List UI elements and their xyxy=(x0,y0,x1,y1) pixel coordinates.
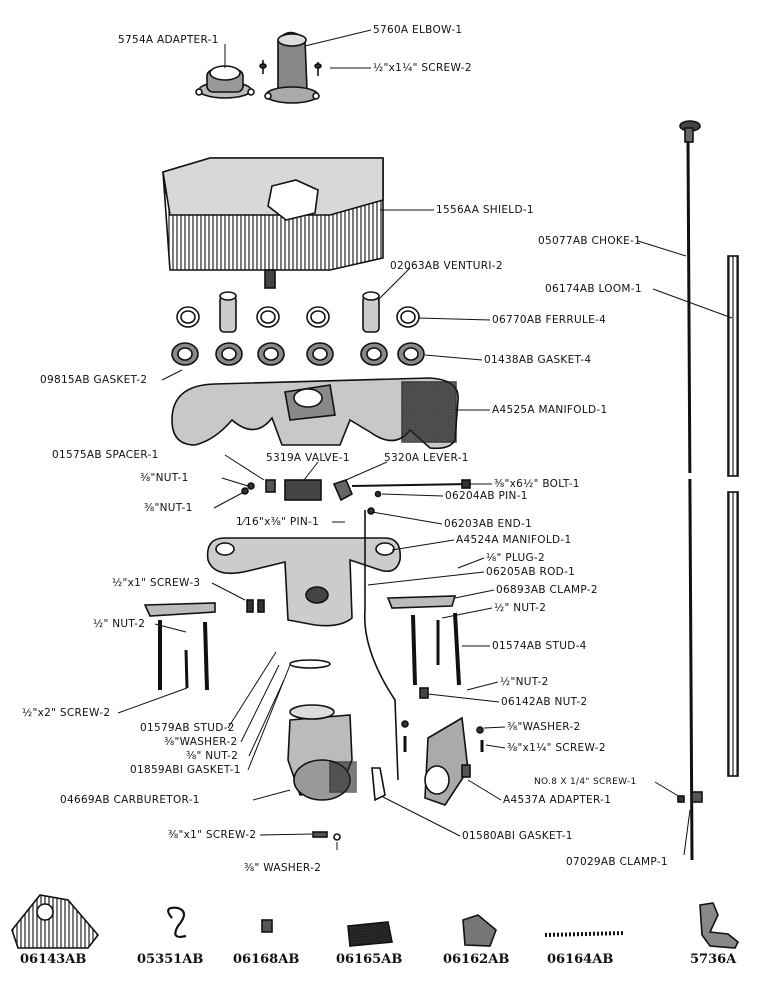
shield-part xyxy=(162,157,384,289)
part-label-06143ab: 06143AB xyxy=(20,952,87,967)
callout-pin-1-16: 1⁄16"x⅜" PIN-1 xyxy=(236,516,320,528)
callout-venturi: 02063AB VENTURI-2 xyxy=(390,260,503,272)
gasket-row xyxy=(171,342,425,366)
callout-lever: 5320A LEVER-1 xyxy=(384,452,469,464)
callout-clamp-06893: 06893AB CLAMP-2 xyxy=(496,584,598,596)
callout-shield: 1556AA SHIELD-1 xyxy=(436,204,534,216)
callout-ferrule: 06770AB FERRULE-4 xyxy=(492,314,607,326)
carburetor-part xyxy=(287,704,357,801)
callout-manifold-a4524a: A4524A MANIFOLD-1 xyxy=(456,534,572,546)
part-label-06168ab: 06168AB xyxy=(233,952,300,967)
callout-screw-3-8-1q: ⅜"x1¼" SCREW-2 xyxy=(507,742,606,754)
callout-nut-3-8-a: ⅜"NUT-1 xyxy=(140,472,189,484)
callout-gasket-01859: 01859ABI GASKET-1 xyxy=(130,764,241,776)
callout-nut-half-c: ½"NUT-2 xyxy=(500,676,549,688)
callout-nut-06142: 06142AB NUT-2 xyxy=(501,696,588,708)
callout-screw-half-2: ½"x2" SCREW-2 xyxy=(22,707,111,719)
manifold-a4524a-part xyxy=(206,537,402,627)
adapter-5754a-part xyxy=(195,65,255,99)
callout-screw-3-8-1: ⅜"x1" SCREW-2 xyxy=(168,829,257,841)
callout-pin-06204: 06204AB PIN-1 xyxy=(445,490,528,502)
callout-nut-3-8-c: ⅜" NUT-2 xyxy=(186,750,239,762)
callout-gasket-09815: 09815AB GASKET-2 xyxy=(40,374,148,386)
manifold-a4525a-part xyxy=(171,377,459,450)
loom-part xyxy=(727,255,739,777)
callout-loom: 06174AB LOOM-1 xyxy=(545,283,642,295)
callout-clamp-07029: 07029AB CLAMP-1 xyxy=(566,856,668,868)
callout-end: 06203AB END-1 xyxy=(444,518,533,530)
callout-nut-half-b: ½" NUT-2 xyxy=(93,618,146,630)
part-label-06162ab: 06162AB xyxy=(443,952,510,967)
valve-part xyxy=(284,479,322,501)
callout-manifold-a4525a: A4525A MANIFOLD-1 xyxy=(492,404,608,416)
callout-nut-half-a: ½" NUT-2 xyxy=(494,602,547,614)
callout-plug: ⅛" PLUG-2 xyxy=(486,552,545,564)
rod-part xyxy=(363,510,399,781)
callout-screw-half-1q: ½"x1¼" SCREW-2 xyxy=(373,62,472,74)
part-label-06164ab: 06164AB xyxy=(547,952,614,967)
callout-nut-3-8-b: ⅜"NUT-1 xyxy=(144,502,193,514)
part-label-5736a: 5736A xyxy=(690,952,737,967)
clamp-left xyxy=(143,602,216,617)
callout-gasket-01580: 01580ABI GASKET-1 xyxy=(462,830,573,842)
choke-rod-part xyxy=(679,120,701,861)
callout-gasket-01438: 01438AB GASKET-4 xyxy=(484,354,592,366)
callout-adapter-5754a: 5754A ADAPTER-1 xyxy=(118,34,219,46)
lever-part xyxy=(332,479,354,502)
callout-adapter-a4537a: A4537A ADAPTER-1 xyxy=(503,794,612,806)
callout-bolt: ⅜"x6½" BOLT-1 xyxy=(494,478,580,490)
callout-washer-3-8-c: ⅜" WASHER-2 xyxy=(244,862,322,874)
callout-screw-half-1: ½"x1" SCREW-3 xyxy=(112,577,201,589)
callout-elbow-5760a: 5760A ELBOW-1 xyxy=(373,24,463,36)
callout-screw-no8: NO.8 X 1/4" SCREW-1 xyxy=(534,777,637,787)
callout-spacer: 01575AB SPACER-1 xyxy=(52,449,159,461)
clamp-right xyxy=(386,595,457,609)
callout-stud-01579: 01579AB STUD-2 xyxy=(140,722,235,734)
part-label-05351ab: 05351AB xyxy=(137,952,204,967)
spacer-part xyxy=(265,479,276,493)
callout-valve: 5319A VALVE-1 xyxy=(266,452,350,464)
callout-stud-01574: 01574AB STUD-4 xyxy=(492,640,587,652)
ferrule-row xyxy=(176,306,420,328)
bottom-parts-art xyxy=(11,894,740,949)
part-label-06165ab: 06165AB xyxy=(336,952,403,967)
adapter-a4537a-part xyxy=(424,716,471,806)
elbow-5760a-part xyxy=(264,31,320,104)
callout-rod: 06205AB ROD-1 xyxy=(486,566,576,578)
callout-choke: 05077AB CHOKE-1 xyxy=(538,235,642,247)
venturi-pair xyxy=(219,291,380,333)
callout-washer-3-8-a: ⅜"WASHER-2 xyxy=(507,721,581,733)
callout-washer-3-8-b: ⅜"WASHER-2 xyxy=(164,736,238,748)
callout-carburetor: 04669AB CARBURETOR-1 xyxy=(60,794,200,806)
